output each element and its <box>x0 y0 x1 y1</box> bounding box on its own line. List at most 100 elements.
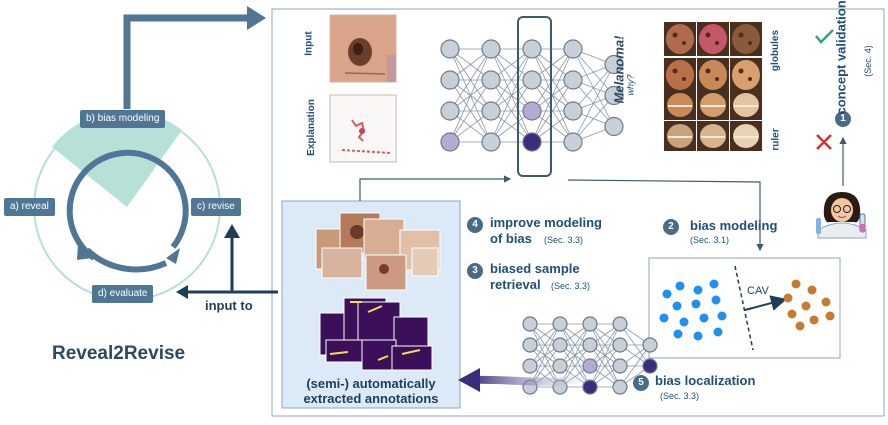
network-node <box>563 132 583 152</box>
network-node <box>440 101 460 121</box>
ruler-masks <box>319 297 433 371</box>
prediction-label: Melanoma! <box>611 35 627 104</box>
network-node <box>612 316 628 332</box>
network-node <box>552 358 568 374</box>
explanation-image <box>329 94 397 163</box>
sample-dot-blue <box>675 281 685 291</box>
bias-modeling-label: bias modeling <box>690 218 778 233</box>
network-node <box>642 337 658 353</box>
network-node <box>552 337 568 353</box>
network-node <box>522 39 542 59</box>
feedback-line <box>359 175 512 201</box>
network-node <box>522 132 542 152</box>
network-node <box>522 101 542 121</box>
network-node <box>582 358 598 374</box>
check-icon <box>815 29 834 44</box>
sample-dot-blue <box>673 329 683 339</box>
explanation-label: Explanation <box>305 99 317 156</box>
cross-icon <box>816 134 832 150</box>
bias-modeling-wedge <box>52 110 182 207</box>
annotations-label-1: (semi-) automatically <box>306 376 436 391</box>
bias-localization-section: (Sec. 3.3) <box>660 391 700 401</box>
sample-dot-orange <box>783 293 793 303</box>
input-to-label: input to <box>205 298 253 313</box>
step-1-badge: 1 <box>835 111 851 127</box>
input-arrow-up <box>230 236 278 294</box>
network-node <box>642 358 658 374</box>
ruler-label: ruler <box>770 128 782 151</box>
bias-localization-label: bias localization <box>655 373 756 388</box>
highlighted-layer <box>517 16 552 177</box>
network-node <box>604 116 624 137</box>
network-node <box>481 39 501 59</box>
sample-dot-orange <box>807 285 817 295</box>
step-3-badge: 3 <box>467 263 483 279</box>
network-node <box>481 132 501 152</box>
improve-modeling-label-1: improve modeling <box>490 215 602 230</box>
network-node <box>563 101 583 121</box>
sample-dot-blue <box>679 317 689 327</box>
improve-modeling-label-2: of bias <box>490 231 532 246</box>
bias-modeling-tag: b) bias modeling <box>80 110 166 128</box>
bias-modeling-section: (Sec. 3.1) <box>690 235 730 245</box>
retrieval-section: (Sec. 3.3) <box>551 281 591 291</box>
cycle-arrow-inner <box>66 149 189 261</box>
prediction-why: why? <box>625 74 636 96</box>
step-5-badge: 5 <box>633 375 649 391</box>
network-to-cav-line <box>567 179 764 252</box>
retrieval-label-1: biased sample <box>490 261 580 276</box>
annotations-label-2: extracted annotations <box>303 391 439 406</box>
diagram-title: Reveal2Revise <box>52 343 186 364</box>
input-label: Input <box>303 31 315 56</box>
concept-validation-section: (Sec. 4) <box>862 45 873 77</box>
scientist-icon <box>816 192 867 239</box>
network-node <box>582 337 598 353</box>
network-node <box>612 337 628 353</box>
network-node <box>440 39 460 59</box>
sample-dot-blue <box>713 327 723 337</box>
network-node <box>522 316 538 332</box>
blue-samples <box>659 279 727 341</box>
network-node <box>522 358 538 374</box>
sample-dot-blue <box>709 279 719 289</box>
globules-label: globules <box>770 29 782 72</box>
network-node <box>481 70 501 90</box>
sample-dot-orange <box>821 297 831 307</box>
network-node <box>563 70 583 90</box>
network-node <box>563 39 583 59</box>
sample-dot-blue <box>693 285 703 295</box>
sample-dot-blue <box>691 299 701 309</box>
sample-dot-blue <box>662 289 672 299</box>
cav-arrow <box>744 295 787 311</box>
sample-dot-orange <box>791 279 801 289</box>
ruler-concept-images <box>664 90 762 151</box>
sample-dot-blue <box>699 313 709 323</box>
reveal-tag: a) reveal <box>4 198 55 216</box>
sample-dot-blue <box>672 301 682 311</box>
improve-modeling-section: (Sec. 3.3) <box>544 235 584 245</box>
network-node <box>582 379 598 395</box>
retrieval-label-2: retrieval <box>490 277 541 292</box>
step-4-badge: 4 <box>467 217 483 233</box>
network-node <box>440 70 460 90</box>
network-node <box>440 132 460 152</box>
orange-samples <box>783 279 835 331</box>
sample-dot-orange <box>825 311 835 321</box>
cav-label: CAV <box>747 285 769 297</box>
revise-tag: c) revise <box>191 198 241 216</box>
network-node <box>522 70 542 90</box>
network-node <box>612 379 628 395</box>
sample-dot-orange <box>795 321 805 331</box>
localization-arrow <box>469 366 614 386</box>
evaluate-tag: d) evaluate <box>92 285 154 303</box>
globules-concept-images <box>664 22 762 92</box>
network-node <box>604 85 624 106</box>
network-node <box>481 101 501 121</box>
sample-dot-orange <box>801 301 811 311</box>
top-arrow <box>123 14 250 109</box>
network-node <box>552 316 568 332</box>
network-node <box>612 358 628 374</box>
concept-validation-label: concept validation <box>833 0 849 115</box>
